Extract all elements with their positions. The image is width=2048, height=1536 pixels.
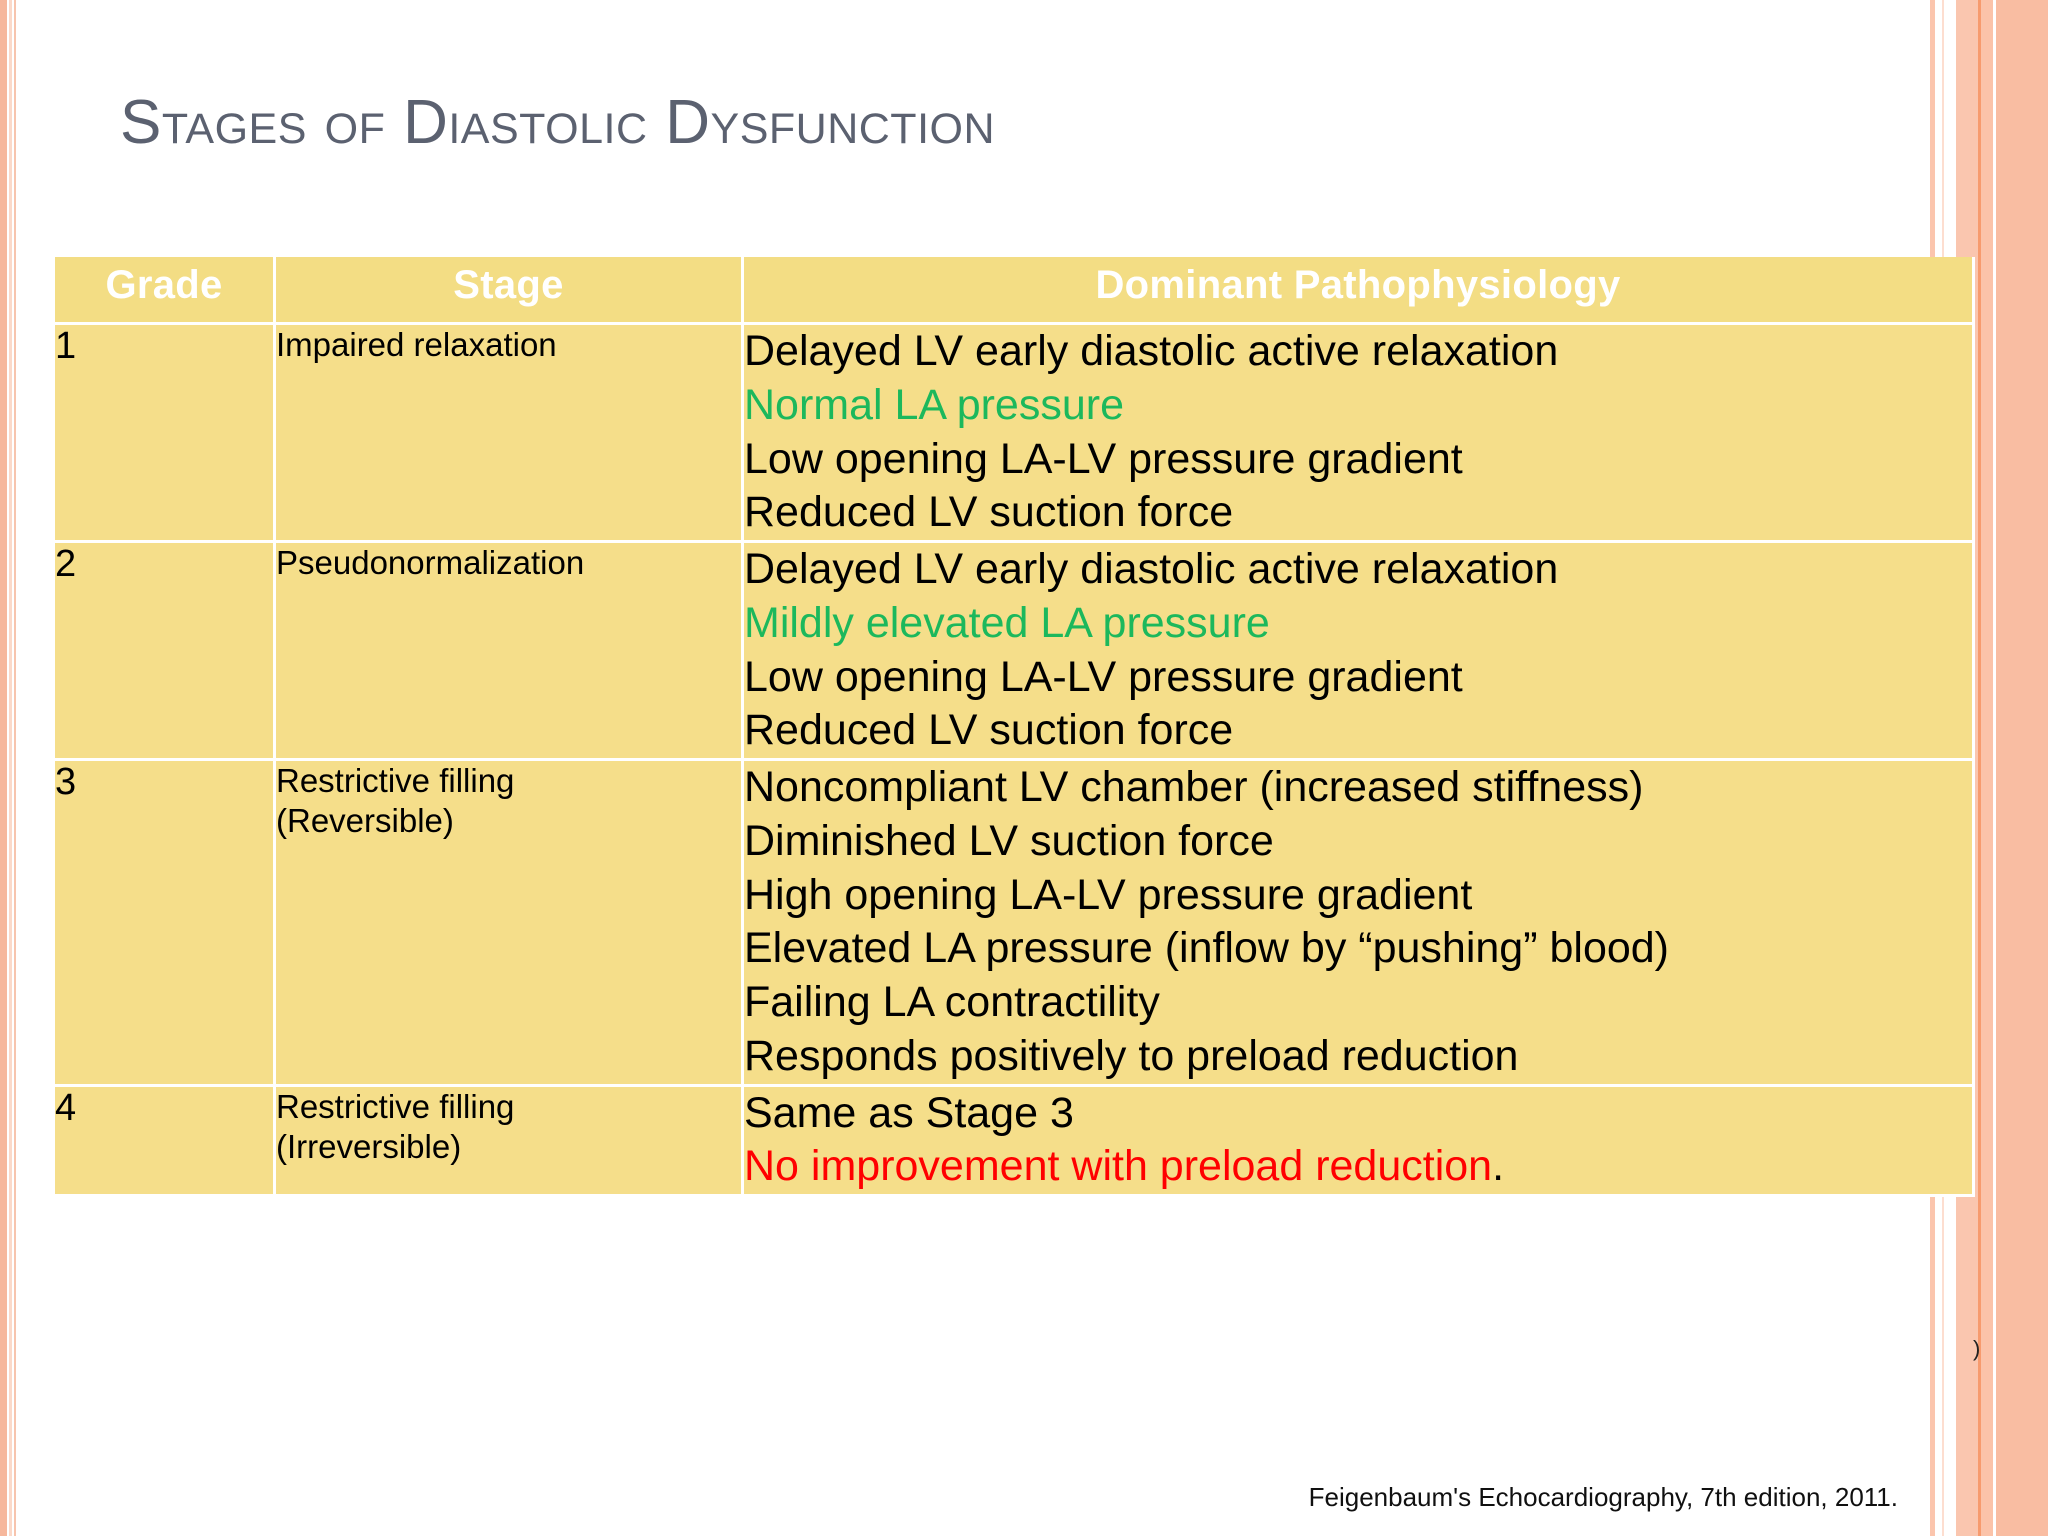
table-header: Grade Stage Dominant Pathophysiology (52, 257, 1975, 325)
pathophysiology-line: Reduced LV suction force (744, 488, 1234, 537)
right-stripe-6 (1996, 0, 2048, 1536)
pathophysiology-line: Normal LA pressure (744, 380, 1124, 429)
pathophysiology-line: Mildly elevated LA pressure (744, 598, 1270, 647)
pathophysiology-line: Low opening LA-LV pressure gradient (744, 652, 1463, 701)
cell-stage: Restrictive filling(Reversible) (273, 758, 744, 1087)
pathophysiology-line: Elevated LA pressure (inflow by “pushing… (744, 924, 1670, 973)
left-border-decoration (0, 0, 34, 1536)
cell-stage: Pseudonormalization (273, 540, 744, 761)
pathophysiology-line: Failing LA contractility (744, 978, 1160, 1026)
pathophysiology-line: Delayed LV early diastolic active relaxa… (744, 545, 1559, 593)
cell-pathophysiology: Delayed LV early diastolic active relaxa… (741, 322, 1975, 543)
column-header-pathophysiology: Dominant Pathophysiology (741, 257, 1975, 325)
left-stripe-1 (0, 0, 7, 1536)
left-stripe-2 (9, 0, 12, 1536)
pathophysiology-line: Responds positively to preload reduction (744, 1031, 1519, 1080)
column-header-stage: Stage (273, 257, 744, 325)
cell-pathophysiology: Noncompliant LV chamber (increased stiff… (741, 758, 1975, 1087)
right-stripe-5 (1981, 0, 1993, 1536)
cell-grade: 2 (52, 540, 276, 761)
pathophysiology-line-suffix: . (1492, 1142, 1505, 1191)
stray-mark: ) (1973, 1336, 1981, 1361)
cell-grade: 4 (52, 1083, 276, 1197)
cell-stage: Restrictive filling(Irreversible) (273, 1083, 744, 1197)
cell-grade: 3 (52, 758, 276, 1087)
left-stripe-3 (14, 0, 16, 1536)
right-stripe-4 (1978, 0, 1981, 1536)
pathophysiology-line: Diminished LV suction force (744, 816, 1274, 865)
pathophysiology-line: High opening LA-LV pressure gradient (744, 870, 1473, 919)
cell-stage: Impaired relaxation (273, 322, 744, 543)
cell-grade: 1 (52, 322, 276, 543)
cell-pathophysiology: Delayed LV early diastolic active relaxa… (741, 540, 1975, 761)
page-title: Stages of Diastolic Dysfunction (120, 88, 996, 157)
pathophysiology-line: Delayed LV early diastolic active relaxa… (744, 327, 1559, 375)
pathophysiology-line: No improvement with preload reduction. (744, 1142, 1505, 1191)
pathophysiology-line: Low opening LA-LV pressure gradient (744, 434, 1463, 483)
pathophysiology-line: Same as Stage 3 (744, 1088, 1074, 1137)
table-header-row: Grade Stage Dominant Pathophysiology (52, 257, 1975, 325)
pathophysiology-line: Noncompliant LV chamber (increased stiff… (744, 763, 1644, 811)
column-header-grade: Grade (52, 257, 276, 325)
cell-pathophysiology: Same as Stage 3 No improvement with prelo… (741, 1083, 1975, 1197)
pathophysiology-line: Reduced LV suction force (744, 706, 1234, 755)
source-citation: Feigenbaum's Echocardiography, 7th editi… (1308, 1482, 1898, 1512)
